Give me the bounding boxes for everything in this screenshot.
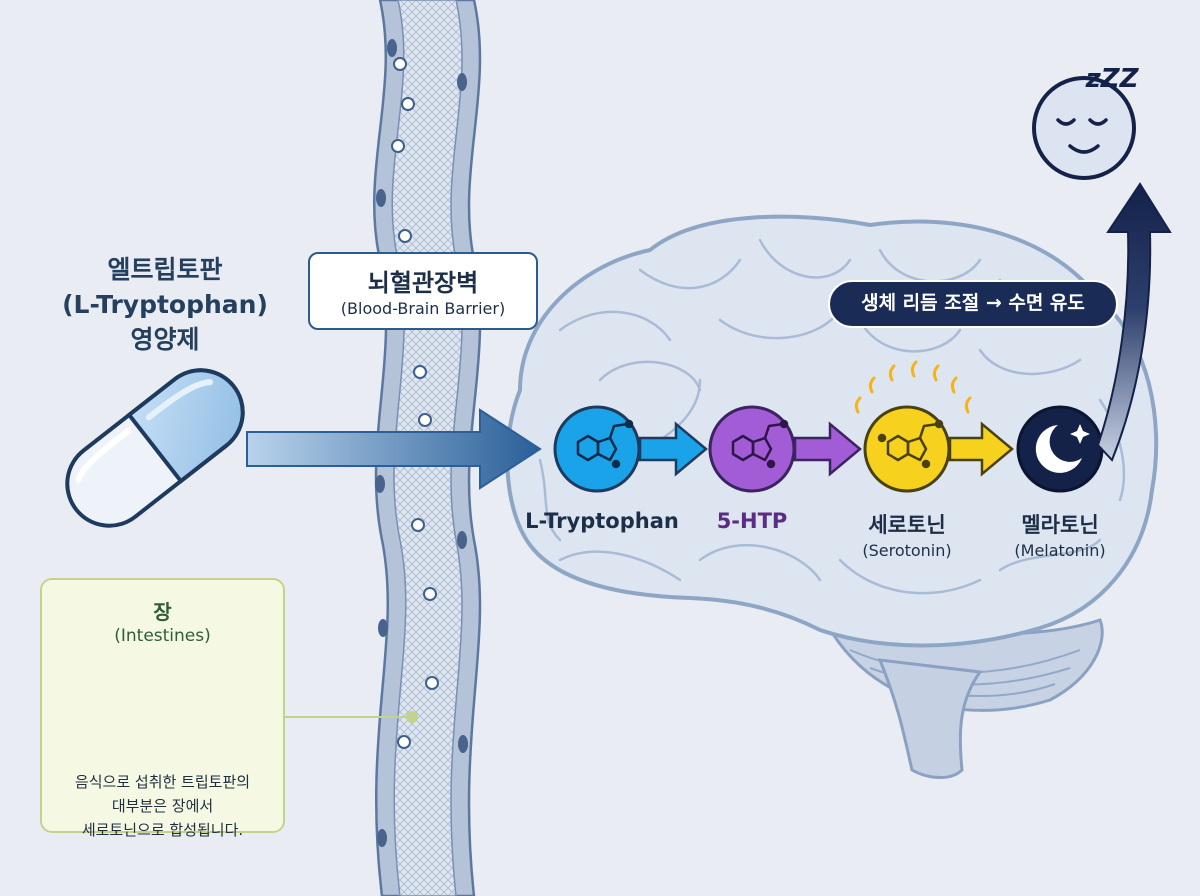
- arrow-5htp-to-serotonin: [793, 421, 862, 477]
- rhythm-sleep-label: 생체 리듬 조절 → 수면 유도: [828, 280, 1118, 328]
- supplement-title: 엘트립토판 (L-Tryptophan) 영양제: [60, 252, 270, 357]
- brain-stem: [877, 658, 983, 779]
- intestines-title: 장: [153, 600, 172, 624]
- arrow-tryptophan-to-5htp: [638, 421, 708, 477]
- stage-label-serotonin: 세로토닌: [868, 513, 946, 537]
- glow-rays: [854, 360, 972, 414]
- stage-sublabel-melatonin: (Melatonin): [1014, 541, 1106, 560]
- supplement-title-en: (L-Tryptophan): [62, 290, 268, 319]
- moon-star-icon: [1035, 424, 1090, 473]
- stage-melatonin-circle: [1016, 405, 1104, 493]
- stage-serotonin-circle: [854, 360, 972, 493]
- intestines-desc-line1: 음식으로 섭취한 트립토판의: [74, 773, 251, 791]
- bbb-label-en: (Blood-Brain Barrier): [340, 299, 506, 318]
- stage-label-melatonin: 멜라토닌: [1021, 513, 1099, 537]
- intestines-description: 음식으로 섭취한 트립토판의 대부분은 장에서 세로토닌으로 합성됩니다.: [40, 770, 285, 842]
- stage-label-5htp: 5-HTP: [716, 509, 788, 533]
- intestines-subtitle: (Intestines): [114, 626, 211, 646]
- intestine-connector-dot: [406, 711, 418, 723]
- indole-molecule-icon: [576, 419, 634, 469]
- transport-arrow: [246, 408, 542, 490]
- intestines-desc-line2: 대부분은 장에서: [111, 797, 214, 815]
- stage-5htp-circle: [708, 405, 796, 493]
- indole-molecule-icon: [731, 419, 789, 469]
- indole-molecule-icon: [877, 419, 944, 469]
- bbb-label-box: 뇌혈관장벽 (Blood-Brain Barrier): [308, 252, 538, 330]
- supplement-title-ko: 엘트립토판: [107, 255, 223, 284]
- stage-sublabel-serotonin: (Serotonin): [862, 541, 952, 560]
- stage-tryptophan-circle: [553, 405, 641, 493]
- barrier-cell-pores: [391, 57, 439, 749]
- supplement-title-type: 영양제: [130, 325, 200, 354]
- sleep-rising-arrow: [1096, 182, 1172, 462]
- pathway-arrows: [638, 421, 1014, 477]
- intestines-desc-line3: 세로토닌으로 합성됩니다.: [81, 821, 244, 839]
- intestines-panel: [40, 578, 285, 833]
- zzz-text: zZZ: [1085, 64, 1139, 94]
- bbb-label-ko: 뇌혈관장벽: [367, 269, 479, 297]
- arrow-serotonin-to-melatonin: [948, 421, 1014, 477]
- stage-label-tryptophan: L-Tryptophan: [525, 509, 679, 533]
- sleeping-moon-face-icon: [1032, 76, 1136, 180]
- capsule-icon: [65, 368, 245, 528]
